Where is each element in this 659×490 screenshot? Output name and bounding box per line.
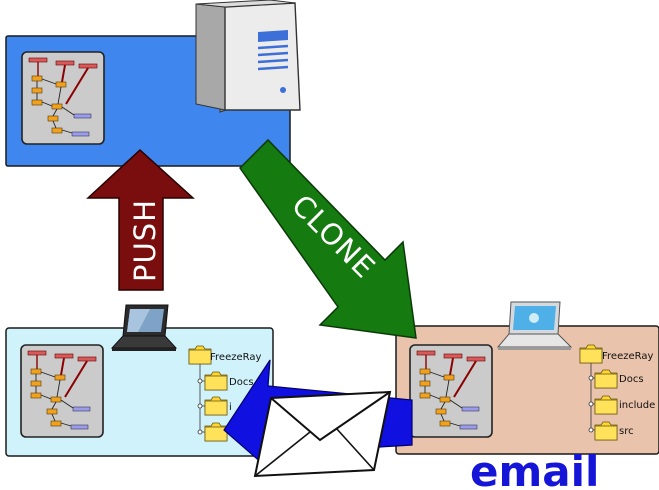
file-tree-item: Docs (619, 374, 644, 385)
folder-icon (594, 395, 618, 415)
file-tree-item: i (229, 402, 232, 413)
file-tree-item: include (619, 400, 655, 411)
commit-graph-icon (20, 344, 104, 438)
envelope-icon (253, 390, 392, 478)
file-tree-left: FreezeRay Docs i (188, 345, 261, 442)
folder-icon (579, 344, 603, 364)
server-icon (195, 0, 301, 113)
file-tree-item: Docs (229, 377, 254, 388)
clone-arrow: CLONE (239, 138, 417, 339)
file-tree-root: FreezeRay (602, 351, 653, 362)
folder-icon (188, 345, 212, 365)
folder-icon (594, 369, 618, 389)
folder-icon (204, 396, 228, 416)
email-label: email (470, 447, 599, 490)
push-label: PUSH (128, 199, 162, 282)
folder-icon (204, 371, 228, 391)
push-arrow: PUSH (86, 148, 195, 291)
file-tree-root: FreezeRay (210, 352, 261, 363)
folder-icon (594, 421, 618, 441)
commit-graph-icon (409, 344, 493, 438)
macbook-icon (496, 301, 573, 350)
file-tree-right: FreezeRay Docs include src (579, 344, 655, 441)
folder-icon (204, 422, 228, 442)
commit-graph-icon (21, 51, 105, 145)
file-tree-item: src (619, 426, 634, 437)
laptop-icon (110, 304, 178, 351)
